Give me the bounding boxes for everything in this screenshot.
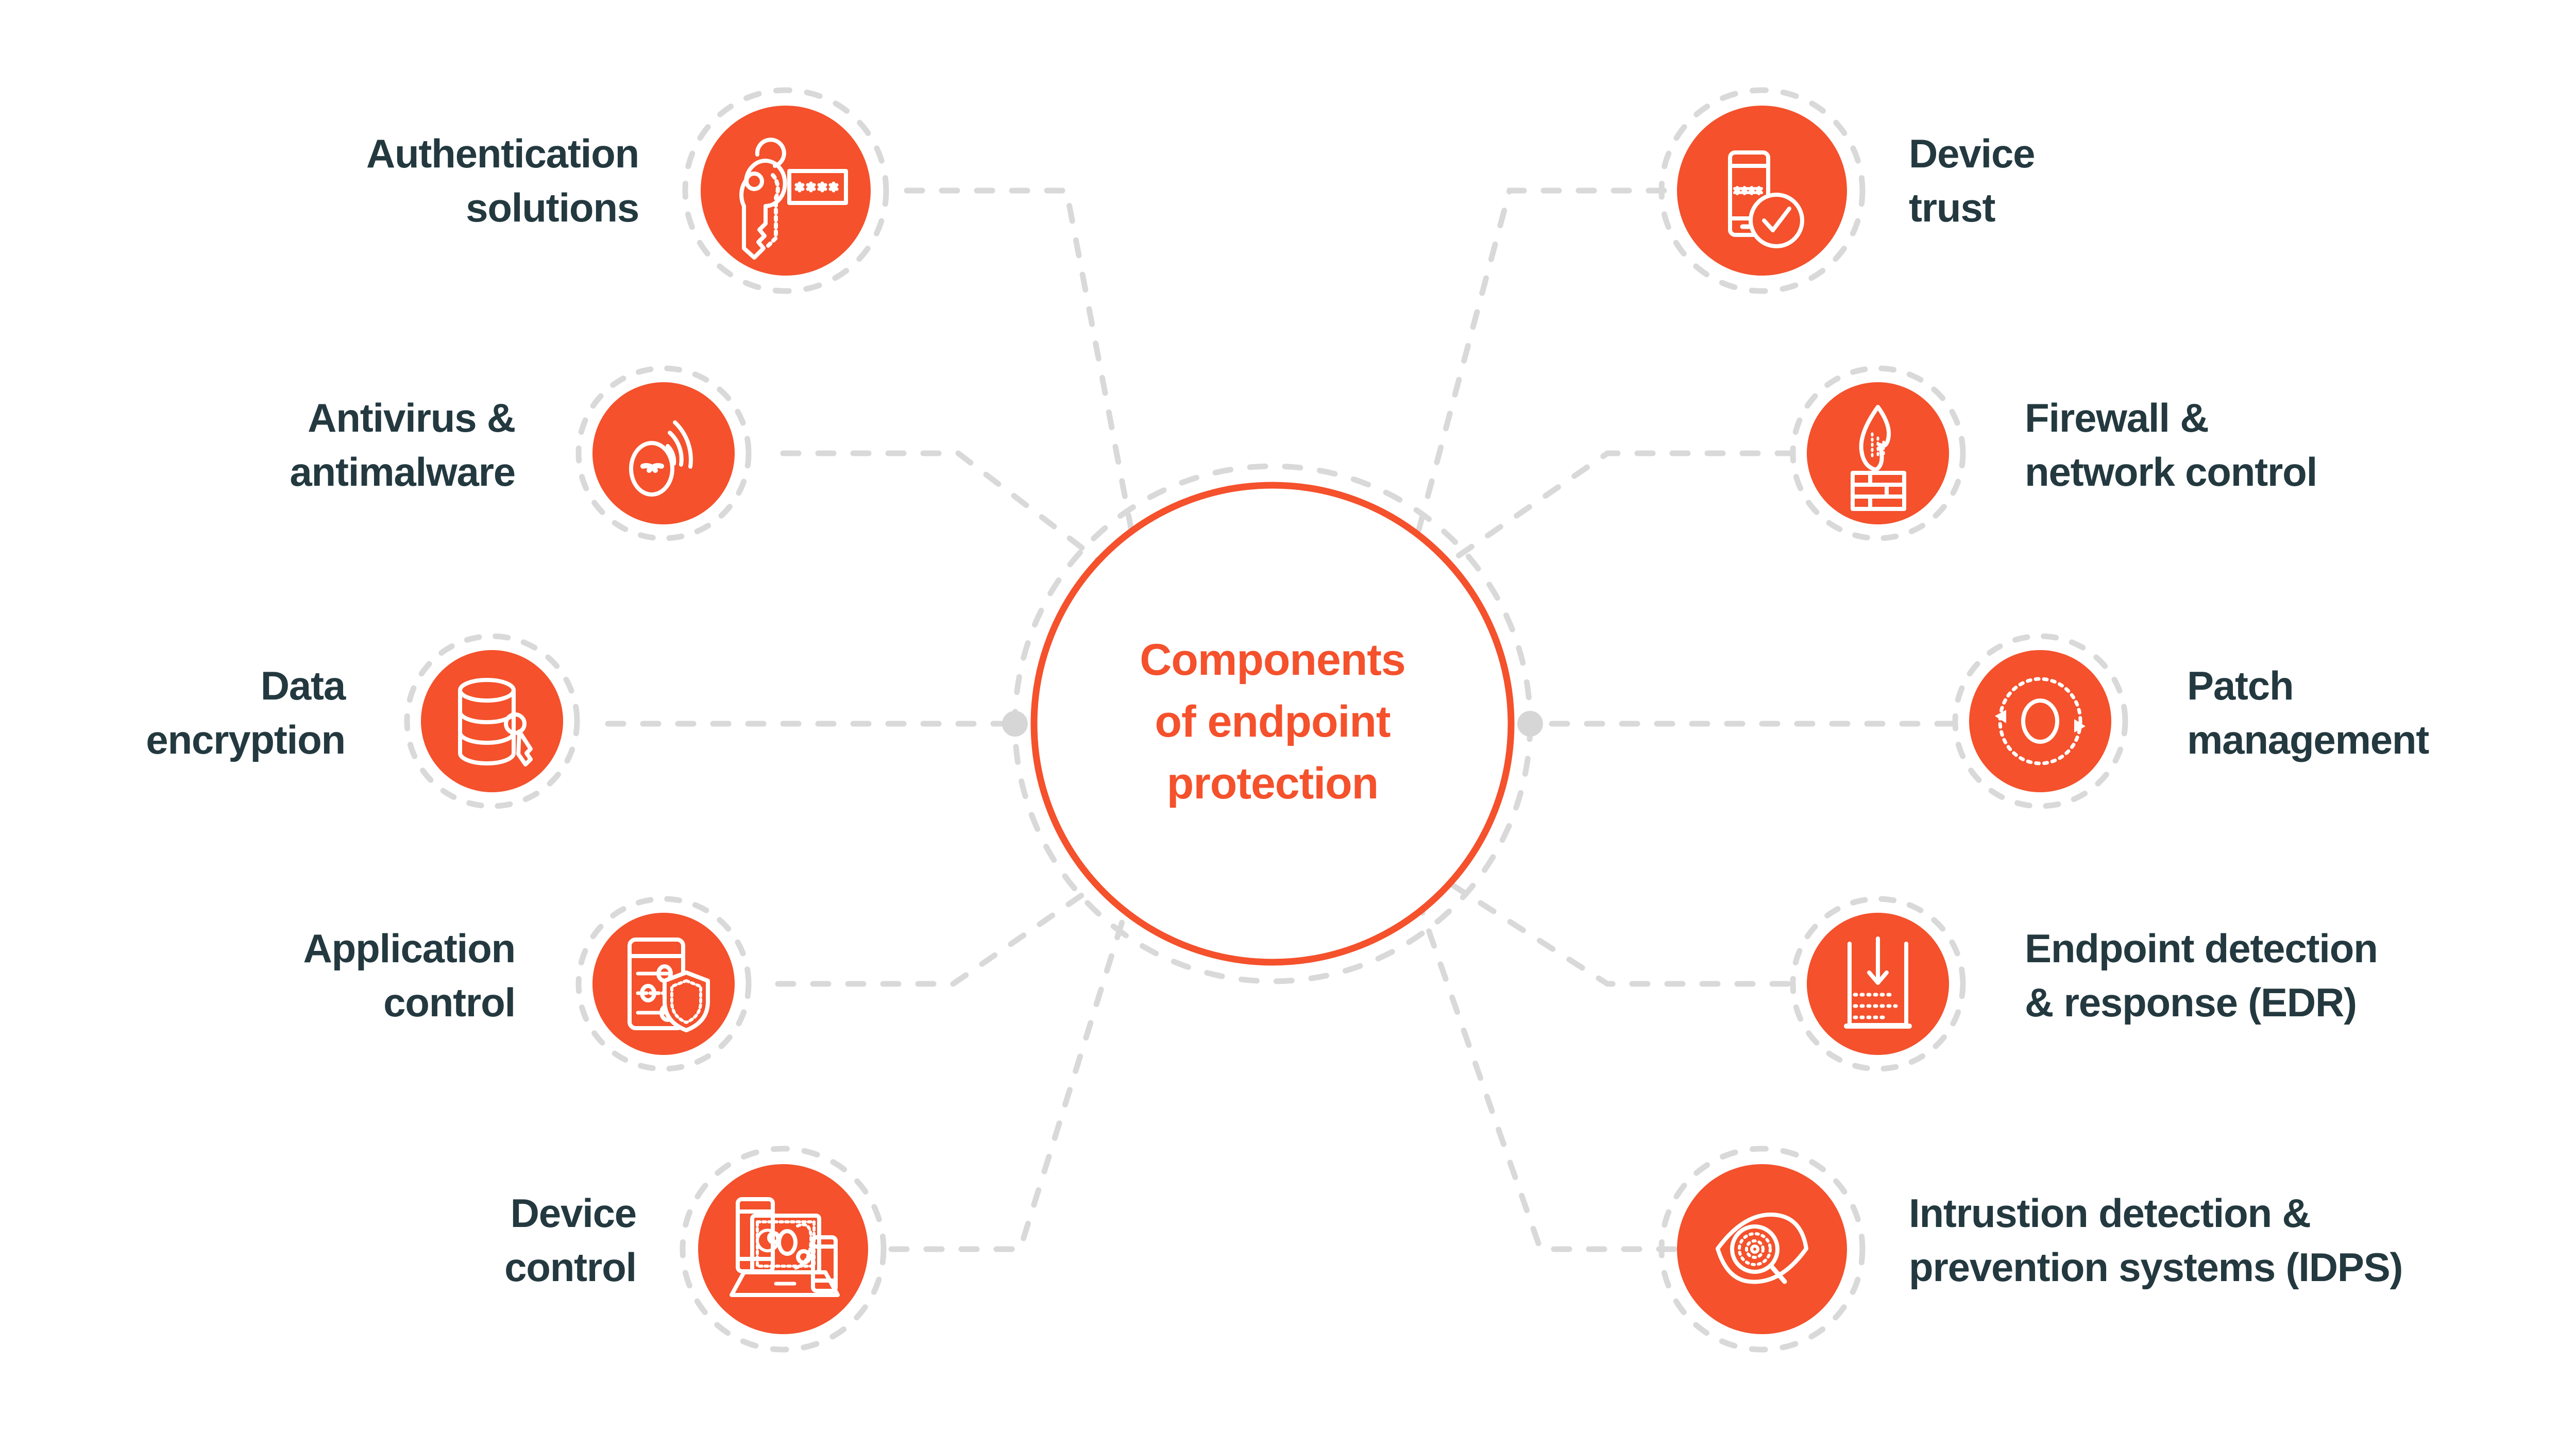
hub[interactable]: Components of endpoint protection: [1030, 482, 1515, 966]
node-label-line-1: Authentication: [366, 131, 639, 176]
node-label-line-2: trust: [1909, 185, 1996, 230]
node-dashed-ring: [1952, 633, 2128, 809]
hub-dot-left: [1002, 711, 1028, 737]
hub-circle: [1030, 482, 1515, 966]
database-key-icon: [458, 678, 533, 766]
node-dashed-ring: [1658, 87, 1866, 294]
node-circle: [698, 1164, 868, 1334]
node-dashed-ring: [575, 896, 752, 1072]
node-label-line-2: control: [504, 1245, 636, 1290]
node-label-line-2: prevention systems (IDPS): [1909, 1245, 2402, 1290]
node-label-line-2: control: [383, 980, 515, 1025]
node-dashed-ring: [680, 1146, 887, 1353]
node-label-line-1: Antivirus &: [308, 395, 515, 440]
node-label-line-2: & response (EDR): [2025, 980, 2357, 1025]
phone-check-icon: [1728, 150, 1804, 248]
node-label-line-1: Intrustion detection &: [1909, 1190, 2311, 1236]
node-label-line-2: solutions: [466, 185, 639, 230]
node-circle: [1969, 650, 2111, 792]
node-application-control[interactable]: Application control: [303, 896, 752, 1072]
node-dashed-ring: [1790, 896, 1966, 1072]
node-label-line-1: Firewall &: [2025, 395, 2208, 440]
connector-antivirus-antimalware: [780, 450, 1147, 598]
node-label-line-1: Application: [303, 926, 515, 971]
node-dashed-ring: [1658, 1146, 1866, 1353]
node-device-control[interactable]: Device control: [504, 1146, 887, 1353]
node-dashed-ring: [682, 87, 889, 294]
key-password-icon: [739, 138, 848, 260]
node-label-line-1: Data: [261, 663, 346, 708]
node-endpoint-detection-response[interactable]: Endpoint detection & response (EDR): [1790, 896, 2378, 1072]
node-dashed-ring: [1790, 365, 1966, 541]
connector-intrusion-detection-prevention: [1398, 849, 1677, 1252]
connector-device-control: [888, 849, 1147, 1252]
refresh-cycle-icon: [1995, 677, 2086, 765]
node-label-line-2: encryption: [146, 717, 345, 762]
hub-dot-right: [1517, 711, 1543, 737]
settings-shield-icon: [628, 937, 710, 1032]
node-circle: [592, 382, 735, 524]
node-device-trust[interactable]: Device trust: [1658, 87, 2036, 294]
node-firewall-network-control[interactable]: Firewall & network control: [1790, 365, 2317, 541]
connector-device-trust: [1398, 187, 1667, 598]
node-label-line-2: network control: [2025, 449, 2317, 495]
malware-radar-icon: [629, 420, 693, 497]
connector-application-control: [775, 849, 1147, 987]
node-antivirus-antimalware[interactable]: Antivirus & antimalware: [290, 365, 752, 541]
eye-scan-icon: [1716, 1212, 1808, 1284]
node-dashed-ring: [404, 633, 580, 809]
connector-endpoint-detection-response: [1398, 849, 1791, 987]
arrow-into-container-icon: [1844, 936, 1912, 1029]
node-patch-management[interactable]: Patch management: [1559, 0, 2430, 809]
node-label-line-1: Patch: [2187, 663, 2293, 708]
node-label-line-1: Device: [511, 1190, 636, 1236]
multi-device-icon: [730, 1197, 840, 1297]
node-label-line-1: Device: [1909, 131, 2035, 176]
connector-authentication-solutions: [904, 187, 1147, 598]
node-label-line-2: management: [2187, 717, 2429, 762]
node-label-line-2: antimalware: [290, 449, 515, 495]
node-data-encryption[interactable]: Data encryption: [146, 633, 580, 809]
node-label-line-1: Endpoint detection: [2025, 926, 2378, 971]
node-circle: [1677, 106, 1847, 276]
connector-firewall-network-control: [1398, 450, 1796, 598]
hub-title-line-2: of endpoint: [1155, 697, 1390, 746]
hub-title-line-1: Components: [1140, 635, 1405, 685]
node-authentication-solutions[interactable]: Authentication solutions: [366, 87, 889, 294]
node-dashed-ring: [575, 365, 752, 541]
hub-title-line-3: protection: [1167, 759, 1378, 808]
firewall-flame-icon: [1851, 405, 1906, 511]
node-intrusion-detection-prevention[interactable]: Intrustion detection & prevention system…: [1658, 1146, 2403, 1353]
